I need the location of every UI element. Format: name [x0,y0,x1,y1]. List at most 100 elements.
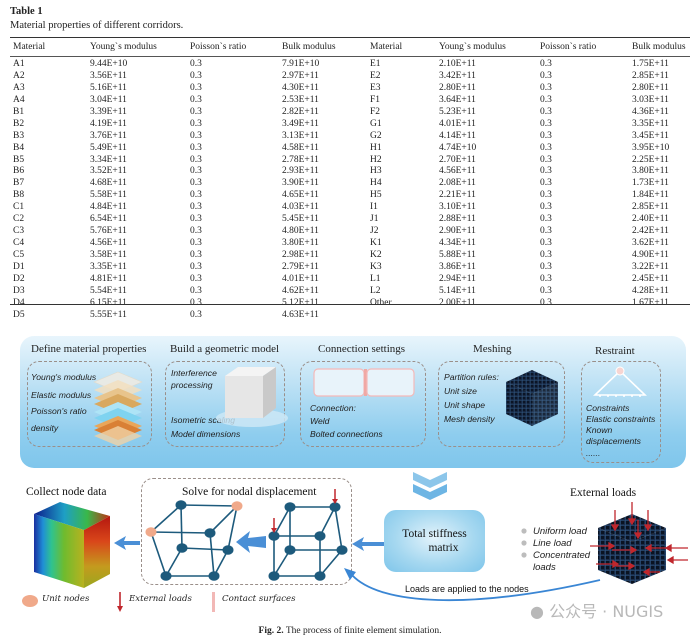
frame-node [176,543,188,553]
result-top [34,502,110,530]
frame-edge [209,532,215,577]
frame-edge [209,505,238,534]
frame-edge [319,549,343,577]
cell-youngs-modulus: 2.88E+11 [439,214,476,225]
stage-box-connection [300,361,426,447]
col-header-youngs: Young`s modulus [90,42,157,52]
cell-poisson-ratio: 0.3 [540,297,552,308]
legend-external-loads: External loads [129,594,192,604]
mesh-right [532,382,558,426]
cell-material: L1 [370,273,381,284]
cell-bulk-modulus: 3.95E+10 [632,142,670,153]
cell-bulk-modulus: 2.25E+11 [632,154,669,165]
frame-edge [273,506,291,537]
restraint-item: ...... [586,448,601,458]
cell-material: D4 [13,297,25,308]
table-rule-bottom [10,304,690,305]
material-item: Poisson's ratio [31,406,87,416]
cell-material: K3 [370,261,382,272]
load-type: Uniform load [533,526,587,537]
cell-bulk-modulus: 4.28E+11 [632,285,669,296]
cell-poisson-ratio: 0.3 [540,106,552,117]
cell-poisson-ratio: 0.3 [190,70,202,81]
chevron-1 [413,472,447,488]
cell-youngs-modulus: 3.56E+11 [90,70,127,81]
cell-youngs-modulus: 2.08E+11 [439,178,476,189]
frame-edge [181,547,229,551]
cell-youngs-modulus: 9.44E+10 [90,59,128,69]
cell-material: B3 [13,130,25,141]
cell-poisson-ratio: 0.3 [540,273,552,284]
cell-youngs-modulus: 2.10E+11 [439,59,476,69]
cell-youngs-modulus: 3.58E+11 [90,250,127,260]
table-caption: Material properties of different corrido… [10,20,184,31]
external-load-arrowhead [117,606,123,612]
cell-material: J2 [370,226,379,237]
cell-youngs-modulus: 4.56E+11 [439,166,476,177]
frame-node [204,528,216,538]
cell-bulk-modulus: 2.78E+11 [282,154,319,165]
material-item: Elastic modulus [31,390,92,400]
frame-edge [180,504,183,549]
cell-bulk-modulus: 3.22E+11 [632,261,669,272]
stage-title-geometry: Build a geometric model [170,343,280,355]
geometry-item: Isometric scaling [171,415,235,425]
arrow-left-icon [114,536,140,550]
cell-material: G1 [370,118,382,129]
cell-youngs-modulus: 3.10E+11 [439,202,476,213]
cell-youngs-modulus: 4.74E+10 [439,142,477,153]
cell-bulk-modulus: 4.62E+11 [282,285,319,296]
cell-bulk-modulus: 4.36E+11 [632,106,669,117]
cell-poisson-ratio: 0.3 [190,297,202,308]
cell-material: D3 [13,285,25,296]
cell-poisson-ratio: 0.3 [190,285,202,296]
cell-bulk-modulus: 1.73E+11 [632,178,669,189]
cube-front [225,376,263,418]
cell-youngs-modulus: 5.55E+11 [90,309,127,320]
cell-poisson-ratio: 0.3 [540,190,552,201]
stiffness-matrix-box: Total stiffness matrix [384,510,485,572]
stage-title-connection: Connection settings [318,343,406,355]
cell-poisson-ratio: 0.3 [540,130,552,141]
cell-bulk-modulus: 4.63E+11 [282,309,319,320]
frame-edge [180,504,238,507]
cell-bulk-modulus: 2.85E+11 [632,70,669,81]
external-load-arrowhead [271,528,277,533]
cell-material: H4 [370,178,382,189]
frame-edge [165,547,183,577]
cell-bulk-modulus: 7.91E+10 [282,59,320,69]
cell-material: A2 [13,70,25,81]
loaded-mesh-cube-icon [590,502,688,584]
cell-material: Other [370,297,392,308]
cell-bulk-modulus: 4.30E+11 [282,82,319,93]
cell-poisson-ratio: 0.3 [190,238,202,249]
restraint-item: displacements [586,436,641,446]
cube-model-icon [216,367,288,427]
cell-youngs-modulus: 4.81E+11 [90,273,127,284]
cell-bulk-modulus: 2.93E+11 [282,166,319,177]
meshing-item: Mesh density [444,414,495,424]
cell-youngs-modulus: 6.15E+11 [90,297,127,308]
bullet [521,528,527,534]
cell-material: C1 [13,202,25,213]
cell-youngs-modulus: 4.84E+11 [90,202,127,213]
col-header-material: Material [13,42,46,52]
cell-material: A4 [13,94,25,105]
legend-contact-surfaces: Contact surfaces [222,594,296,604]
cell-poisson-ratio: 0.3 [190,178,202,189]
cell-poisson-ratio: 0.3 [540,59,552,69]
cell-poisson-ratio: 0.3 [540,118,552,129]
support-triangle [593,369,647,396]
meshing-item: Unit shape [444,400,486,410]
cell-poisson-ratio: 0.3 [540,70,552,81]
frame-node [222,545,234,555]
watermark: ● 公众号 · NUGIS [530,598,663,622]
load-type: loads [533,562,556,573]
cell-material: K1 [370,238,382,249]
cell-bulk-modulus: 3.90E+11 [282,178,319,189]
cell-youngs-modulus: 3.34E+11 [90,154,127,165]
cell-poisson-ratio: 0.3 [540,166,552,177]
cell-youngs-modulus: 3.64E+11 [439,94,476,105]
